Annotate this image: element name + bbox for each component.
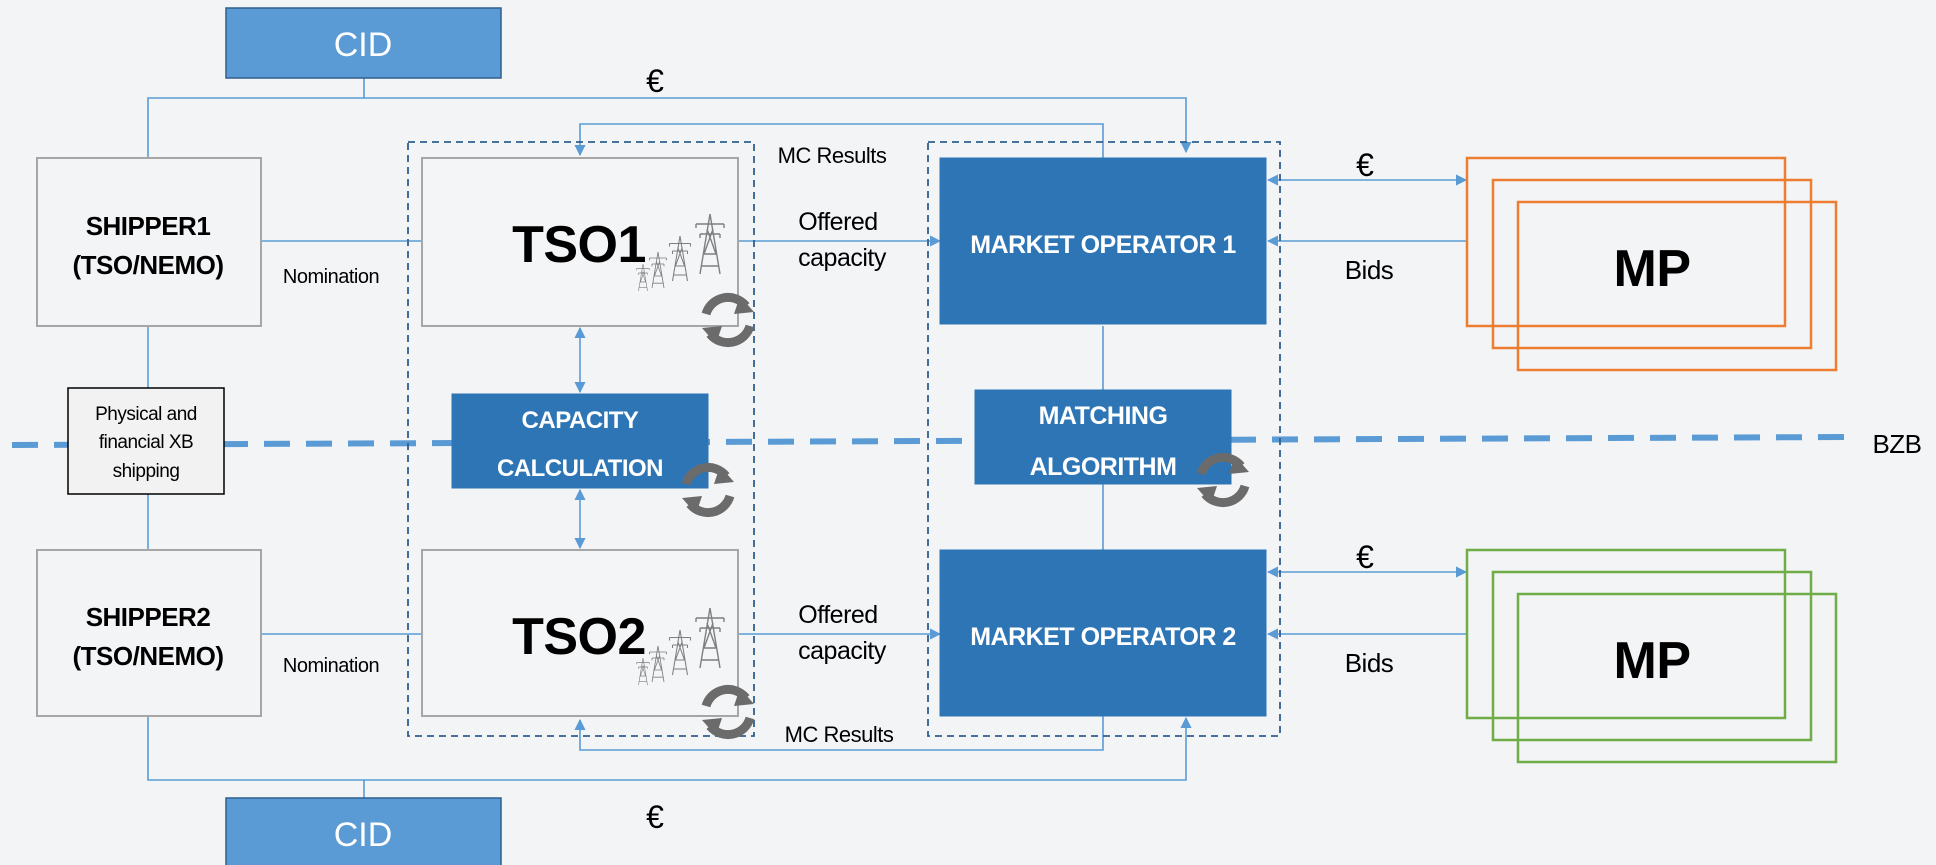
tso-group-frame xyxy=(407,141,755,737)
mc-results-bottom-label: MC Results xyxy=(785,722,894,747)
bzb-label: BZB xyxy=(1872,429,1921,459)
market-operator2-box: MARKET OPERATOR 2 xyxy=(939,549,1267,717)
capacity-line1: CAPACITY xyxy=(522,407,639,434)
cid-bottom-label: CID xyxy=(334,816,393,854)
shipper1-line1: SHIPPER1 xyxy=(86,211,211,241)
market-operator1-box: MARKET OPERATOR 1 xyxy=(939,157,1267,325)
xb-line1: Physical and xyxy=(95,404,197,425)
market-operator2-label: MARKET OPERATOR 2 xyxy=(970,623,1236,651)
euro-top-label: € xyxy=(646,63,664,99)
offered2-line2: capacity xyxy=(798,637,887,665)
mp2-label: MP xyxy=(1614,632,1691,690)
matching-algorithm-box: MATCHING ALGORITHM xyxy=(974,389,1249,504)
tso1-label: TSO1 xyxy=(512,216,646,274)
shipper1-box: SHIPPER1 (TSO/NEMO) xyxy=(36,157,262,327)
tso1-box: TSO1 xyxy=(421,157,754,344)
matching-line2: ALGORITHM xyxy=(1030,453,1177,481)
mp1-stack: MP xyxy=(1465,156,1838,372)
cid-top-label: CID xyxy=(334,26,393,64)
matching-line1: MATCHING xyxy=(1039,402,1168,430)
offered1-line2: capacity xyxy=(798,244,887,272)
euro-mp1-label: € xyxy=(1356,147,1374,183)
tso2-box: TSO2 xyxy=(421,549,754,736)
market-operator1-label: MARKET OPERATOR 1 xyxy=(970,231,1236,259)
xb-shipping-box: Physical and financial XB shipping xyxy=(67,387,225,495)
offered2-line1: Offered xyxy=(798,601,877,629)
xb-line2: financial XB xyxy=(99,432,193,453)
mc-results-top-label: MC Results xyxy=(778,143,887,168)
bzb-border-line xyxy=(11,434,1849,448)
cid-bottom-box: CID xyxy=(225,797,502,865)
euro-bottom-label: € xyxy=(646,799,664,835)
nomination2-label: Nomination xyxy=(283,655,379,677)
bids1-label: Bids xyxy=(1345,255,1394,285)
connector-lines xyxy=(147,78,1468,798)
shipper2-line2: (TSO/NEMO) xyxy=(73,641,224,671)
nomination1-label: Nomination xyxy=(283,266,379,288)
capacity-calculation-box: CAPACITY CALCULATION xyxy=(451,393,734,514)
tso2-label: TSO2 xyxy=(512,608,646,666)
bids2-label: Bids xyxy=(1345,648,1394,678)
mp2-stack: MP xyxy=(1465,548,1838,764)
offered1-line1: Offered xyxy=(798,208,877,236)
market-operator-group-frame xyxy=(927,141,1281,737)
xb-line3: shipping xyxy=(113,461,180,482)
cid-top-box: CID xyxy=(225,7,502,79)
capacity-line2: CALCULATION xyxy=(497,455,663,482)
shipper2-line1: SHIPPER2 xyxy=(86,602,211,632)
euro-mp2-label: € xyxy=(1356,539,1374,575)
shipper1-line2: (TSO/NEMO) xyxy=(73,250,224,280)
shipper2-box: SHIPPER2 (TSO/NEMO) xyxy=(36,549,262,717)
mp1-label: MP xyxy=(1614,240,1691,298)
